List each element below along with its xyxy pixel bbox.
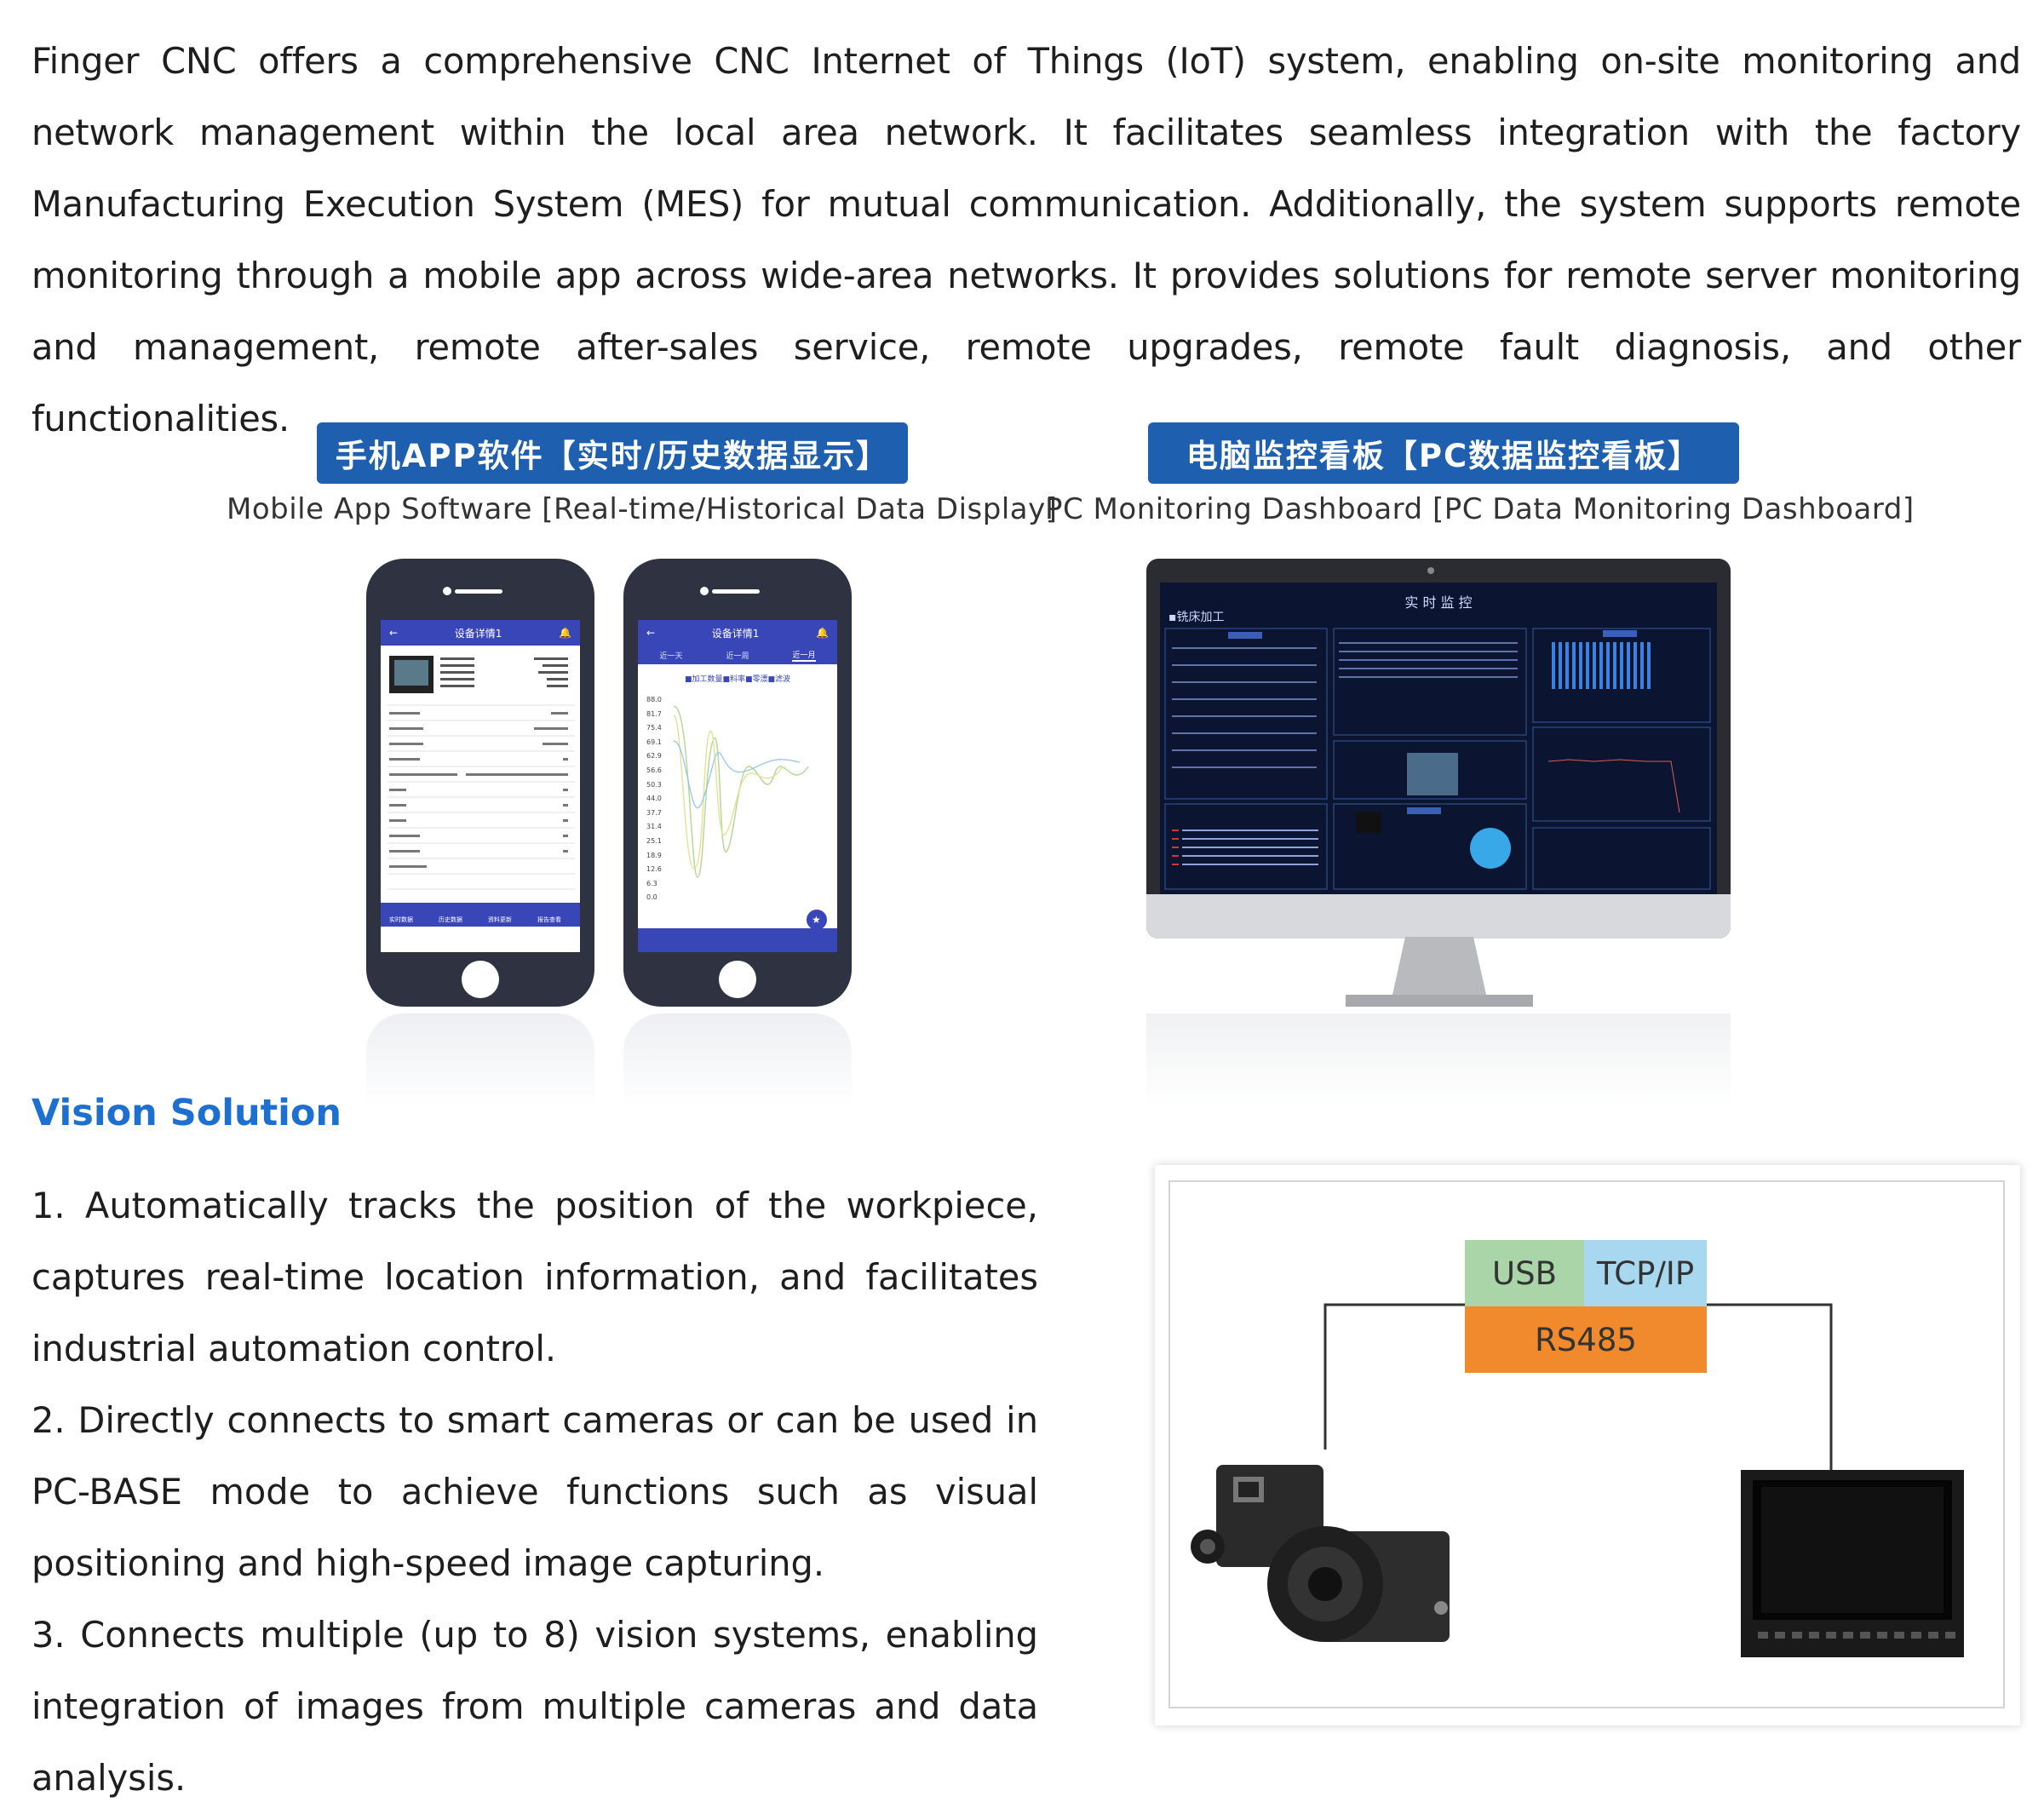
phone-history: ← 设备详情1 🔔 近一天 近一周 近一月 ■加工数量■料率■零漂■滤波 88.… — [623, 559, 852, 1007]
mobile-app-badge: 手机APP软件【实时/历史数据显示】 — [317, 422, 908, 484]
pc-dashboard-screen: 实 时 监 控 ▪铣床加工 — [1160, 583, 1717, 894]
pc-dashboard-badge: 电脑监控看板【PC数据监控看板】 — [1148, 422, 1739, 484]
phone-history-screen: ← 设备详情1 🔔 近一天 近一周 近一月 ■加工数量■料率■零漂■滤波 88.… — [638, 620, 837, 952]
nav-history[interactable]: 历史数据 — [439, 916, 462, 923]
intro-paragraph: Finger CNC offers a comprehensive CNC In… — [32, 40, 2021, 439]
phone-realtime-content: 实时数据 历史数据 资料更新 报告查看 — [381, 656, 580, 927]
vision-solution-title: Vision Solution — [32, 1092, 342, 1134]
chart-y-tick: 12.6 — [646, 865, 662, 874]
chart-y-tick: 50.3 — [646, 780, 662, 789]
chart-y-tick: 69.1 — [646, 738, 662, 746]
star-icon[interactable]: ★ — [812, 914, 821, 926]
tcpip-label: TCP/IP — [1584, 1240, 1707, 1306]
chart-y-tick: 88.0 — [646, 696, 662, 703]
chart-y-ticks: 88.0 81.7 75.4 69.1 62.9 56.6 50.3 44.0 37.7 31.4… — [646, 693, 662, 905]
chart-y-tick: 6.3 — [646, 879, 657, 887]
nav-update[interactable]: 资料更新 — [488, 916, 512, 923]
dashboard-panels — [1164, 628, 1711, 890]
history-line-chart: ★ — [673, 706, 827, 930]
monitor-reflection — [1146, 1013, 1731, 1107]
vision-item-3: 3. Connects multiple (up to 8) vision sy… — [32, 1614, 1038, 1799]
chart-y-tick: 75.4 — [646, 724, 662, 732]
phone1-title: 设备详情1 — [454, 627, 502, 640]
chart-y-tick: 0.0 — [646, 893, 657, 902]
phone1-reflection — [366, 1013, 594, 1107]
chart-y-tick: 31.4 — [646, 823, 662, 831]
rs485-label: RS485 — [1465, 1306, 1707, 1373]
phone-realtime-screen: ← 设备详情1 🔔 — [381, 620, 580, 952]
nav-realtime[interactable]: 实时数据 — [389, 916, 413, 923]
back-arrow-icon: ← — [646, 627, 656, 639]
chart-y-tick: 37.7 — [646, 808, 662, 817]
monitor-stand — [1346, 937, 1533, 1007]
industrial-camera-icon — [1191, 1465, 1450, 1642]
dashboard-subtitle: ▪铣床加工 — [1168, 611, 1225, 624]
back-arrow-icon: ← — [389, 627, 399, 639]
chart-y-tick: 62.9 — [646, 752, 662, 761]
cnc-control-panel-icon — [1741, 1470, 1964, 1657]
phone2-reflection — [623, 1013, 852, 1107]
connection-diagram: USB TCP/IP RS485 — [1155, 1165, 2020, 1725]
bell-icon: 🔔 — [559, 627, 571, 639]
chart-y-tick: 44.0 — [646, 795, 662, 803]
chart-legend: ■加工数量■料率■零漂■滤波 — [684, 675, 790, 684]
chart-y-tick: 56.6 — [646, 766, 662, 774]
tab-month[interactable]: 近一月 — [792, 649, 816, 662]
pc-dashboard-caption: PC Monitoring Dashboard [PC Data Monitor… — [1045, 492, 1915, 526]
phone1-home-button — [462, 961, 499, 998]
chart-y-tick: 25.1 — [646, 836, 662, 845]
phone-realtime: ← 设备详情1 🔔 — [366, 559, 594, 1007]
mobile-app-caption: Mobile App Software [Real-time/Historica… — [227, 492, 1058, 526]
chart-y-tick: 18.9 — [646, 851, 662, 859]
vision-solution-list: 1. Automatically tracks the position of … — [32, 1170, 1038, 1814]
tab-week[interactable]: 近一周 — [726, 652, 749, 661]
dashboard-title: 实 时 监 控 — [1404, 594, 1473, 611]
pc-monitor: 实 时 监 控 ▪铣床加工 — [1146, 559, 1731, 939]
chart-y-tick: 81.7 — [646, 709, 662, 718]
usb-label: USB — [1465, 1240, 1584, 1306]
vision-item-2: 2. Directly connects to smart cameras or… — [32, 1399, 1038, 1584]
phone2-title: 设备详情1 — [711, 627, 760, 640]
vision-item-1: 1. Automatically tracks the position of … — [32, 1185, 1038, 1369]
tab-day[interactable]: 近一天 — [659, 652, 683, 661]
phone2-home-button — [719, 961, 756, 998]
nav-report[interactable]: 报告查看 — [537, 916, 561, 923]
connection-lines — [1191, 1303, 1964, 1657]
bell-icon: 🔔 — [816, 627, 829, 639]
